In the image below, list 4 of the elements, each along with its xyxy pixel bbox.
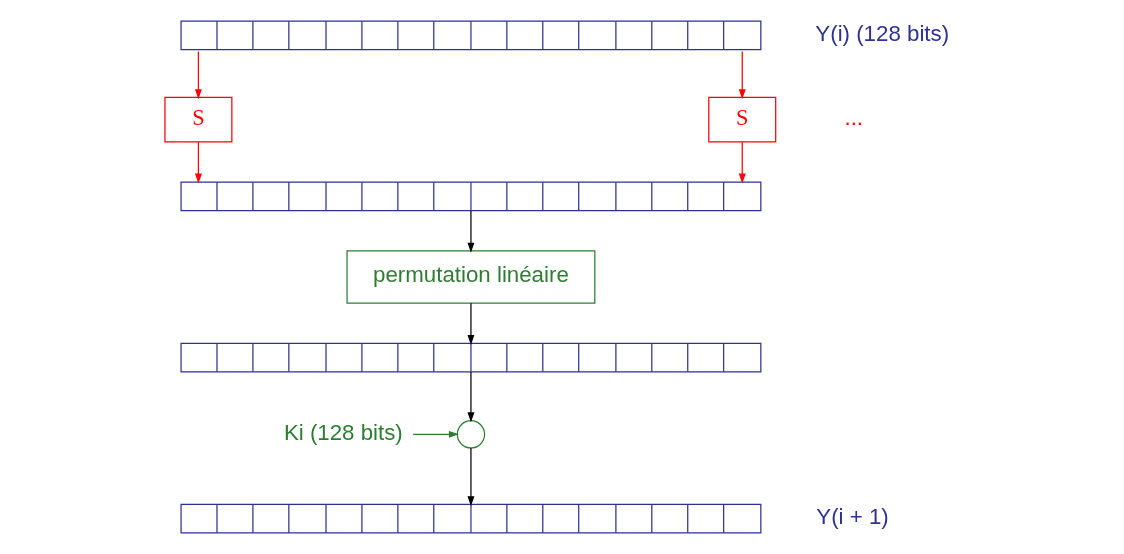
node-label: Y(i) (128 bits) <box>815 20 950 46</box>
node-label: Y(i + 1) <box>816 504 889 530</box>
node-text: Ki (128 bits) <box>283 419 403 445</box>
label: ... <box>844 105 864 131</box>
